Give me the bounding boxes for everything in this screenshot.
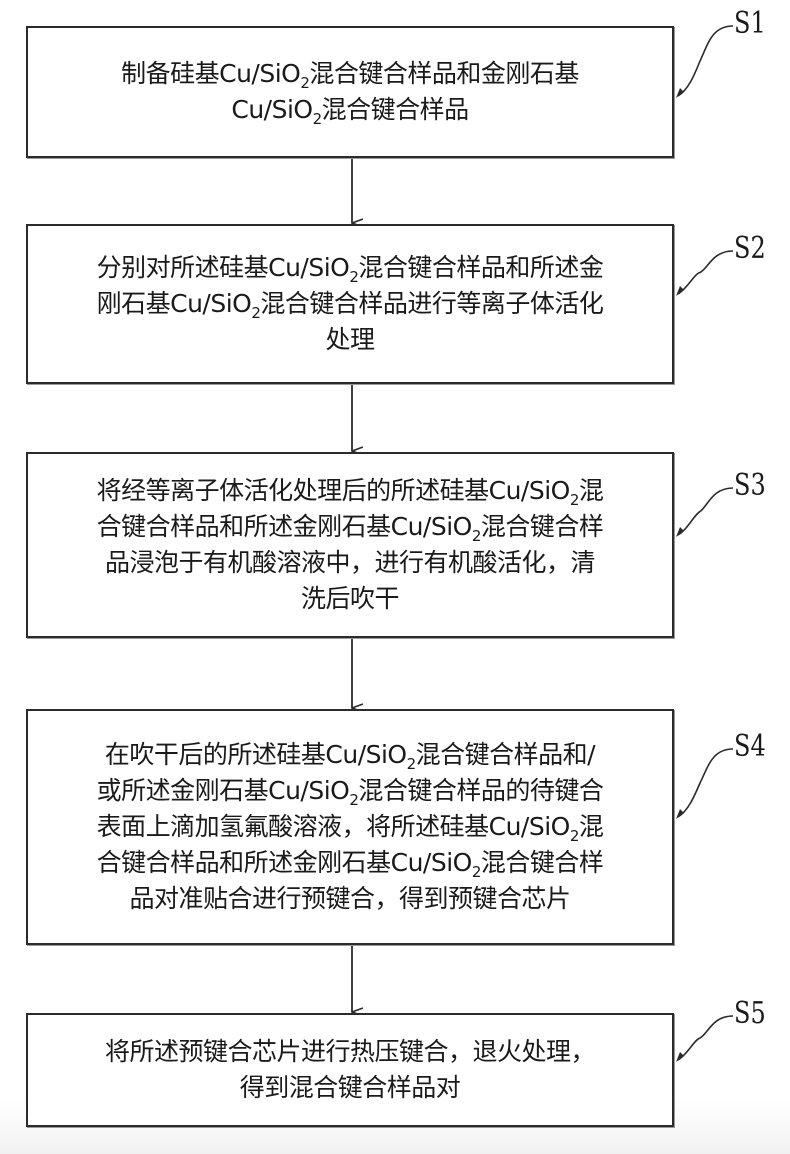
step-label-s4: S4: [734, 729, 766, 764]
leader-arrowhead-icon: [676, 527, 684, 537]
leader-line-s4: [677, 748, 734, 818]
step-text-line: Cu/SiO2混合键合样品: [231, 95, 469, 128]
leader-arrowhead-icon: [676, 286, 684, 296]
step-box-s3: 将经等离子体活化处理后的所述硅基Cu/SiO2混合键合样品和所述金刚石基Cu/S…: [26, 452, 674, 638]
step-text-line: 将所述预键合芯片进行热压键合，退火处理，: [104, 1037, 596, 1066]
step-text: 将所述预键合芯片进行热压键合，退火处理， 得到混合键合样品对: [85, 1034, 615, 1106]
step-text-line: 或所述金刚石基Cu/SiO2混合键合样品的待键合: [96, 776, 604, 809]
step-text-line: 表面上滴加氢氟酸溶液，将所述硅基Cu/SiO2混: [96, 812, 604, 845]
leader-arrowhead-icon: [676, 809, 684, 819]
step-box-s5: 将所述预键合芯片进行热压键合，退火处理， 得到混合键合样品对: [26, 1013, 674, 1127]
step-text-line: 制备硅基Cu/SiO2混合键合样品和金刚石基: [121, 59, 579, 92]
step-text-line: 合键合样品和所述金刚石基Cu/SiO2混合键合样: [96, 512, 604, 545]
step-text-line: 品浸泡于有机酸溶液中，进行有机酸活化，清: [104, 548, 596, 577]
leader-arrowhead-icon: [676, 1052, 684, 1062]
leader-line-s3: [677, 487, 734, 536]
step-text-line: 在吹干后的所述硅基Cu/SiO2混合键合样品和/: [104, 740, 596, 773]
leader-line-s1: [677, 25, 734, 97]
step-text-line: 处理: [325, 325, 375, 354]
step-text-line: 洗后吹干: [300, 584, 400, 613]
step-text-line: 将经等离子体活化处理后的所述硅基Cu/SiO2混: [96, 476, 604, 509]
leader-line-s5: [677, 1015, 734, 1061]
step-text: 在吹干后的所述硅基Cu/SiO2混合键合样品和/或所述金刚石基Cu/SiO2混合…: [77, 737, 624, 917]
leader-line-s2: [677, 250, 734, 295]
step-text-line: 分别对所述硅基Cu/SiO2混合键合样品和所述金: [96, 253, 604, 286]
step-text: 分别对所述硅基Cu/SiO2混合键合样品和所述金刚石基Cu/SiO2混合键合样品…: [77, 250, 624, 358]
step-label-s2: S2: [734, 231, 766, 266]
step-text-line: 合键合样品和所述金刚石基Cu/SiO2混合键合样: [96, 848, 604, 881]
step-box-s4: 在吹干后的所述硅基Cu/SiO2混合键合样品和/或所述金刚石基Cu/SiO2混合…: [26, 709, 674, 945]
step-label-s3: S3: [734, 468, 766, 503]
step-text-line: 品对准贴合进行预键合，得到预键合芯片: [129, 884, 571, 913]
step-label-s1: S1: [734, 6, 766, 41]
step-label-s5: S5: [734, 996, 766, 1031]
step-text-line: 得到混合键合样品对: [239, 1073, 461, 1102]
step-text-line: 刚石基Cu/SiO2混合键合样品进行等离子体活化: [96, 289, 604, 322]
step-text: 将经等离子体活化处理后的所述硅基Cu/SiO2混合键合样品和所述金刚石基Cu/S…: [77, 473, 624, 617]
step-box-s2: 分别对所述硅基Cu/SiO2混合键合样品和所述金刚石基Cu/SiO2混合键合样品…: [26, 224, 674, 384]
leader-arrowhead-icon: [676, 88, 684, 98]
